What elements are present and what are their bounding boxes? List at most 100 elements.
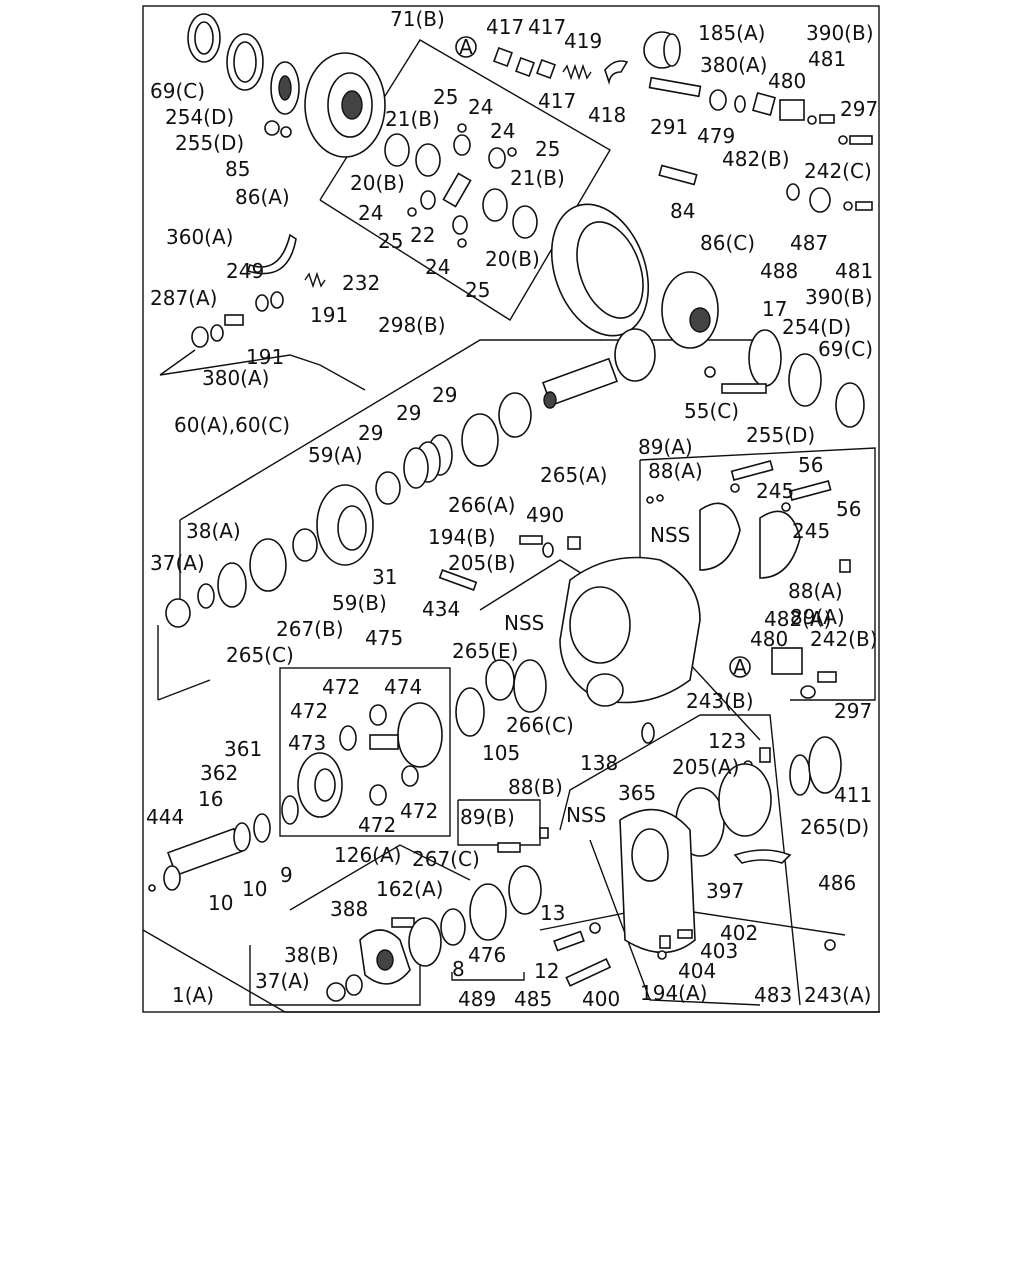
carrier-housing bbox=[559, 556, 701, 707]
svg-text:A: A bbox=[459, 35, 473, 59]
oring-488 bbox=[786, 183, 800, 201]
callout: 481 bbox=[835, 259, 873, 283]
callout: 481 bbox=[808, 47, 846, 71]
callout: 105 bbox=[482, 741, 520, 765]
callout: 265(C) bbox=[226, 643, 294, 667]
marker-a-mid: A bbox=[729, 655, 751, 679]
callout: 417 bbox=[528, 15, 566, 39]
plug-490 bbox=[567, 536, 581, 550]
group-outlines bbox=[142, 39, 880, 1013]
bolt-55c bbox=[721, 383, 767, 394]
callout: 25 bbox=[465, 278, 490, 302]
callout: 388 bbox=[330, 897, 368, 921]
side-gear-21b bbox=[415, 143, 441, 177]
callout: 380(A) bbox=[202, 366, 269, 390]
spacer-59b bbox=[292, 528, 318, 562]
oring-380a bbox=[734, 95, 746, 113]
callout: 486 bbox=[818, 871, 856, 895]
gear-105 bbox=[455, 687, 485, 737]
callout: 361 bbox=[224, 737, 262, 761]
callout: 417 bbox=[486, 15, 524, 39]
callout: 418 bbox=[588, 103, 626, 127]
callout: 472 bbox=[290, 699, 328, 723]
case-474 bbox=[397, 702, 443, 768]
callout: 162(A) bbox=[376, 877, 443, 901]
spring-232 bbox=[304, 271, 326, 289]
thrust-washer-20b bbox=[384, 133, 410, 167]
bolt-84 bbox=[658, 164, 698, 186]
bearing-cup-254d bbox=[226, 33, 264, 91]
callout: 25 bbox=[433, 85, 458, 109]
callout: 69(C) bbox=[150, 79, 205, 103]
callout: 297 bbox=[840, 97, 878, 121]
callout: 69(C) bbox=[818, 337, 873, 361]
stud-400 bbox=[565, 958, 612, 987]
callout: 22 bbox=[410, 223, 435, 247]
callout: 56 bbox=[836, 497, 861, 521]
callout: 85 bbox=[225, 157, 250, 181]
callout: 489 bbox=[458, 987, 496, 1011]
bolt-12 bbox=[553, 930, 585, 952]
callout: 13 bbox=[540, 901, 565, 925]
shaft-291 bbox=[648, 76, 702, 98]
callout: 10 bbox=[242, 877, 267, 901]
callout: 38(B) bbox=[284, 943, 339, 967]
callout: 185(A) bbox=[698, 21, 765, 45]
callout: 390(B) bbox=[805, 285, 873, 309]
bracket-489 bbox=[451, 972, 525, 981]
callout: 255(D) bbox=[746, 423, 815, 447]
bearing-cap-l bbox=[699, 502, 741, 571]
bearing-265e bbox=[485, 659, 515, 701]
callout: 472 bbox=[358, 813, 396, 837]
callout: 380(A) bbox=[700, 53, 767, 77]
fork-418 bbox=[604, 60, 629, 86]
bearing-265d bbox=[789, 754, 811, 796]
pinion-24 bbox=[453, 134, 471, 156]
callout: 59(B) bbox=[332, 591, 387, 615]
callout: 249 bbox=[226, 259, 264, 283]
callout: 88(B) bbox=[508, 775, 563, 799]
callout: 89(A) bbox=[638, 435, 693, 459]
bearing-cup-254d-r bbox=[788, 353, 822, 407]
callout: 403 bbox=[700, 939, 738, 963]
callout: 444 bbox=[146, 805, 184, 829]
callout: 12 bbox=[534, 959, 559, 983]
callout: NSS bbox=[650, 523, 690, 547]
bolt-242b bbox=[817, 671, 837, 683]
bearing-cone-255d-r bbox=[748, 329, 782, 387]
callout: 483 bbox=[754, 983, 792, 1007]
shaft-249 bbox=[224, 314, 244, 326]
washer-86a bbox=[280, 126, 292, 138]
callout: 9 bbox=[280, 863, 293, 887]
callout: 88(A) bbox=[648, 459, 703, 483]
callout: 265(D) bbox=[800, 815, 869, 839]
callout: 89(B) bbox=[460, 805, 515, 829]
drive-pinion bbox=[541, 328, 656, 409]
callout: 267(B) bbox=[276, 617, 344, 641]
callout: 474 bbox=[384, 675, 422, 699]
callout: 29 bbox=[358, 421, 383, 445]
callout: 25 bbox=[378, 229, 403, 253]
bearing-265c bbox=[217, 562, 247, 608]
callout: 191 bbox=[246, 345, 284, 369]
callout: 8 bbox=[452, 957, 465, 981]
cross-473 bbox=[369, 734, 399, 750]
washer-297b bbox=[800, 685, 816, 699]
callout: 362 bbox=[200, 761, 238, 785]
callout: 25 bbox=[535, 137, 560, 161]
callout: NSS bbox=[566, 803, 606, 827]
callout: 84 bbox=[670, 199, 695, 223]
bolt-194b bbox=[519, 535, 543, 545]
callout: 194(A) bbox=[640, 981, 707, 1005]
callout: 419 bbox=[564, 29, 602, 53]
thrust-washer-20b-2 bbox=[512, 205, 538, 239]
nut-85 bbox=[264, 120, 280, 136]
marker-a-top: A bbox=[455, 35, 477, 59]
callout: 482(A) bbox=[764, 607, 831, 631]
callout: 485 bbox=[514, 987, 552, 1011]
cover-480 bbox=[779, 99, 805, 121]
callout: 10 bbox=[208, 891, 233, 915]
seal-479 bbox=[709, 89, 727, 111]
ring-8 bbox=[440, 908, 466, 946]
callout: 417 bbox=[538, 89, 576, 113]
